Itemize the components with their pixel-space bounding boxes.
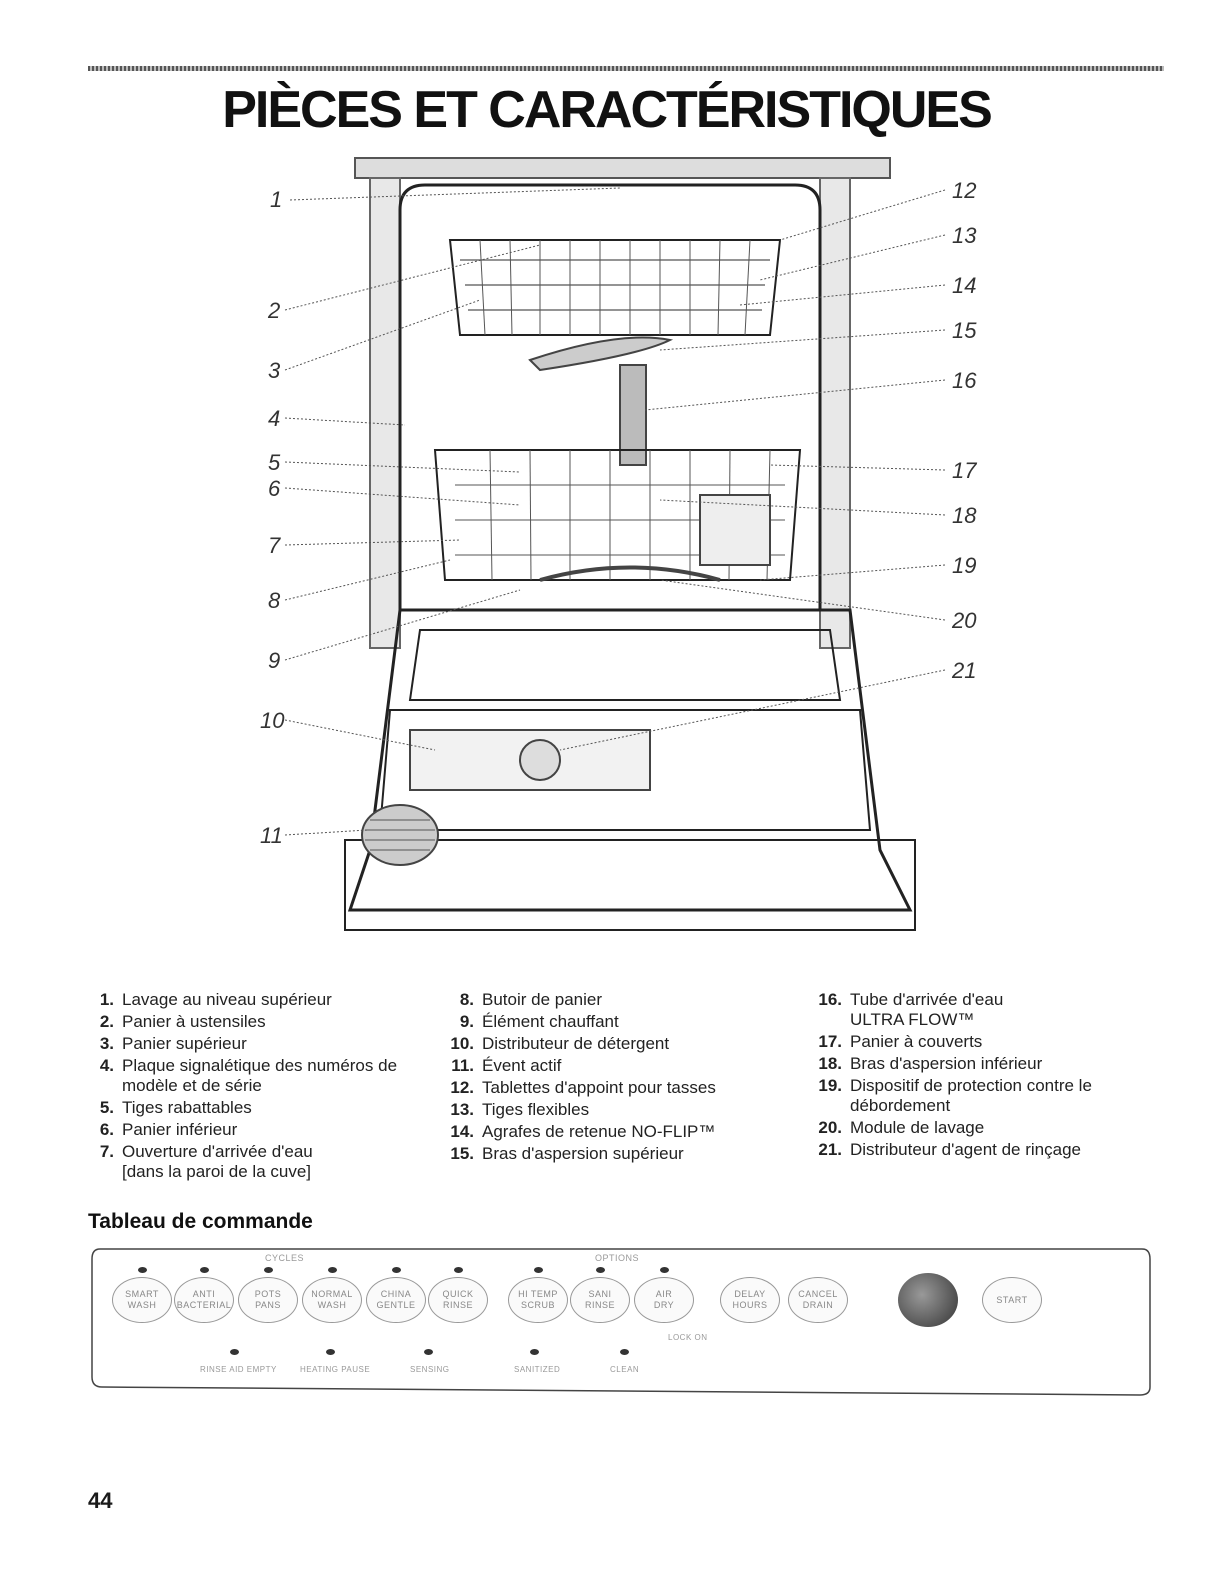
list-item: 8.Butoir de panier — [459, 990, 603, 1009]
indicator-light — [620, 1349, 629, 1355]
list-item: 16.Tube d'arrivée d'eau ULTRA FLOW™ — [818, 990, 1004, 1029]
indicator-light — [328, 1267, 337, 1273]
list-item: 7.Ouverture d'arrivée d'eau [dans la par… — [99, 1142, 313, 1181]
list-item: 4.Plaque signalétique des numéros de mod… — [99, 1056, 398, 1095]
list-item: 19.Dispositif de protection contre le dé… — [818, 1076, 1092, 1115]
indicator-light — [326, 1349, 335, 1355]
list-item: 3.Panier supérieur — [99, 1034, 247, 1053]
callout-1: 1 — [270, 187, 283, 212]
cycles-label: CYCLES — [265, 1253, 305, 1263]
callout-4: 4 — [268, 406, 281, 431]
callout-9: 9 — [268, 648, 281, 673]
indicator-light — [596, 1267, 605, 1273]
callout-20: 20 — [952, 608, 977, 633]
top-rule — [88, 66, 1164, 71]
list-item: 13.Tiges flexibles — [450, 1100, 590, 1119]
list-item: 10.Distributeur de détergent — [450, 1034, 670, 1053]
callout-8: 8 — [268, 588, 281, 613]
callout-2: 2 — [268, 298, 281, 323]
list-item: 20.Module de lavage — [818, 1118, 985, 1137]
callout-6: 6 — [268, 476, 281, 501]
parts-list-col-1: 1.Lavage au niveau supérieur 2.Panier à … — [80, 990, 420, 1184]
list-item: 14.Agrafes de retenue NO-FLIP™ — [450, 1122, 716, 1141]
list-item: 2.Panier à ustensiles — [99, 1012, 266, 1031]
control-panel-outline — [91, 1248, 1151, 1396]
list-item: 9.Élément chauffant — [459, 1012, 619, 1031]
callout-13: 13 — [952, 223, 977, 248]
page-number: 44 — [88, 1488, 113, 1513]
indicator-light — [230, 1349, 239, 1355]
list-item: 1.Lavage au niveau supérieur — [99, 990, 332, 1009]
indicator-light — [424, 1349, 433, 1355]
parts-list-col-2: 8.Butoir de panier 9.Élément chauffant 1… — [440, 990, 770, 1166]
start-button[interactable]: START — [982, 1277, 1042, 1323]
page-title: PIÈCES ET CARACTÉRISTIQUES — [222, 81, 993, 139]
lock-on-label: LOCK ON — [668, 1333, 708, 1342]
callout-17: 17 — [952, 458, 977, 483]
list-item: 18.Bras d'aspersion inférieur — [818, 1054, 1043, 1073]
list-item: 17.Panier à couverts — [818, 1032, 983, 1051]
dishwasher-diagram: 1 2 3 4 5 6 7 8 9 10 11 12 13 14 15 16 1… — [240, 150, 1000, 940]
indicator-label: SENSING — [410, 1365, 450, 1374]
callout-19: 19 — [952, 553, 977, 578]
callout-14: 14 — [952, 273, 977, 298]
indicator-label: SANITIZED — [514, 1365, 561, 1374]
status-knob — [898, 1273, 958, 1327]
callout-3: 3 — [268, 358, 281, 383]
indicator-light — [200, 1267, 209, 1273]
dishwasher-drawing — [284, 157, 946, 931]
list-item: 12.Tablettes d'appoint pour tasses — [450, 1078, 716, 1097]
indicator-light — [392, 1267, 401, 1273]
indicator-label: CLEAN — [610, 1365, 640, 1374]
callout-5: 5 — [268, 450, 281, 475]
section-title: Tableau de commande — [88, 1210, 313, 1233]
callout-16: 16 — [952, 368, 977, 393]
callout-18: 18 — [952, 503, 977, 528]
list-item: 5.Tiges rabattables — [99, 1098, 252, 1117]
list-item: 6.Panier inférieur — [99, 1120, 238, 1139]
callout-11: 11 — [260, 823, 283, 848]
indicator-light — [530, 1349, 539, 1355]
indicator-label: HEATING PAUSE — [300, 1365, 371, 1374]
indicator-light — [454, 1267, 463, 1273]
list-item: 21.Distributeur d'agent de rinçage — [818, 1140, 1081, 1159]
callout-12: 12 — [952, 178, 977, 203]
options-label: OPTIONS — [595, 1253, 640, 1263]
indicator-light — [534, 1267, 543, 1273]
callout-21: 21 — [952, 658, 977, 683]
indicator-light — [264, 1267, 273, 1273]
indicator-label: RINSE AID EMPTY — [200, 1365, 277, 1374]
indicator-light — [660, 1267, 669, 1273]
list-item: 15.Bras d'aspersion supérieur — [450, 1144, 684, 1163]
callout-15: 15 — [952, 318, 977, 343]
callout-10: 10 — [260, 708, 285, 733]
indicator-light — [138, 1267, 147, 1273]
parts-list-col-3: 16.Tube d'arrivée d'eau ULTRA FLOW™ 17.P… — [808, 990, 1118, 1162]
callout-7: 7 — [268, 533, 281, 558]
list-item: 11.Évent actif — [451, 1056, 562, 1075]
